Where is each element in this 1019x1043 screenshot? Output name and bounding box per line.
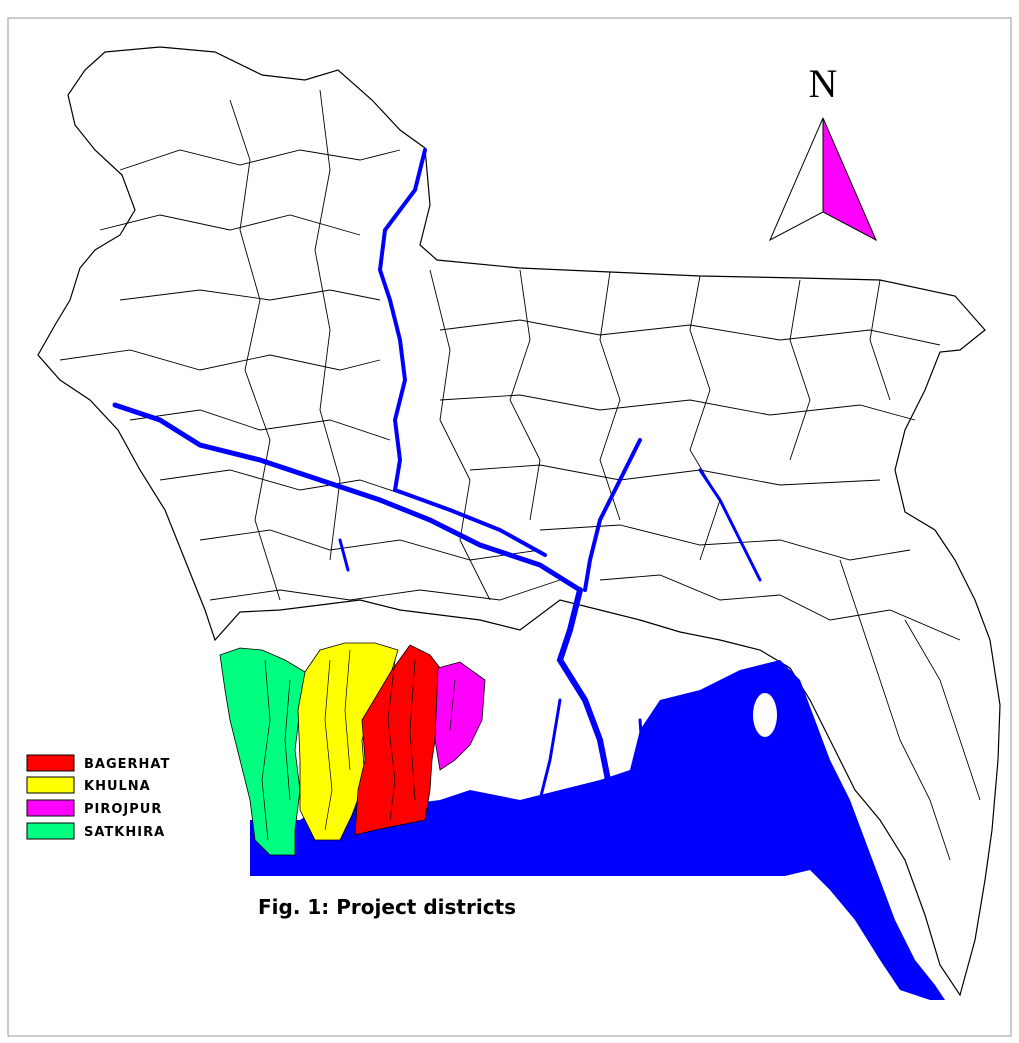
- legend-label: KHULNA: [84, 779, 151, 794]
- district-khulna: [297, 642, 399, 841]
- legend-swatch: [26, 822, 75, 840]
- legend-swatch: [26, 799, 75, 817]
- district-satkhira: [219, 647, 306, 856]
- tidal-creeks: [261, 649, 456, 841]
- legend-swatch: [26, 776, 75, 794]
- legend-item-khulna: KHULNA: [26, 776, 151, 794]
- island: [753, 693, 777, 737]
- legend-label: PIROJPUR: [84, 802, 162, 817]
- legend-label: BAGERHAT: [84, 757, 170, 772]
- legend: BAGERHAT KHULNA PIROJPUR SATKHIRA: [26, 754, 170, 840]
- north-label: N: [809, 61, 838, 106]
- legend-item-pirojpur: PIROJPUR: [26, 799, 162, 817]
- legend-swatch: [26, 754, 75, 772]
- district-bagerhat: [354, 644, 441, 836]
- legend-item-bagerhat: BAGERHAT: [26, 754, 170, 772]
- district-boundaries: [59, 89, 981, 861]
- north-arrow-right: [822, 117, 878, 242]
- bay-of-bengal: [250, 660, 945, 1000]
- legend-item-satkhira: SATKHIRA: [26, 822, 165, 840]
- district-pirojpur: [434, 661, 486, 771]
- legend-label: SATKHIRA: [84, 825, 165, 840]
- north-arrow: N: [768, 61, 878, 242]
- figure-caption: Fig. 1: Project districts: [258, 895, 516, 919]
- country-outline: [37, 46, 1001, 997]
